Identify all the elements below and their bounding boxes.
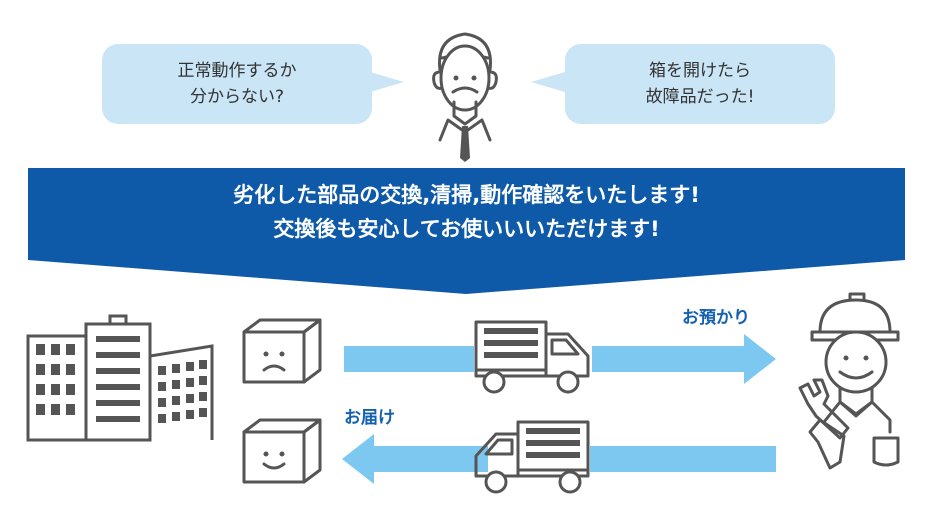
delivery-arrow-head — [342, 434, 374, 484]
pickup-truck-icon — [474, 320, 590, 394]
pickup-arrow-band-left — [344, 346, 474, 372]
bubble-right-tail — [531, 72, 565, 92]
speech-bubble-left: 正常動作するか 分からない? — [102, 44, 372, 124]
worried-customer-icon — [432, 32, 498, 162]
banner-line-2: 交換後も安心してお使いいいただけます! — [273, 217, 660, 241]
bubble-left-tail — [370, 72, 404, 92]
bubble-right-line-1: 箱を開けたら — [649, 61, 751, 81]
delivery-truck-icon — [474, 420, 590, 494]
banner-line-1: 劣化した部品の交換,清掃,動作確認をいたします! — [233, 183, 700, 207]
bubble-right-line-2: 故障品だった! — [645, 87, 755, 107]
happy-box-icon — [242, 418, 322, 484]
sad-box-icon — [242, 318, 322, 384]
delivery-label: お届け — [344, 408, 395, 428]
delivery-arrow-band-left — [374, 446, 488, 472]
speech-bubble-right: 箱を開けたら 故障品だった! — [565, 44, 835, 124]
bubble-left-line-1: 正常動作するか — [177, 61, 297, 81]
pickup-label: お預かり — [682, 308, 750, 328]
delivery-arrow-band-right — [590, 446, 776, 472]
technician-icon — [798, 292, 900, 470]
pickup-arrow-band-right — [592, 346, 744, 372]
office-buildings-icon — [26, 314, 214, 442]
banner-shape — [28, 168, 905, 294]
bubble-left-line-2: 分からない? — [189, 87, 285, 107]
pickup-arrow-head — [744, 334, 776, 384]
banner-text: 劣化した部品の交換,清掃,動作確認をいたします! 交換後も安心してお使いいいただ… — [28, 178, 905, 246]
